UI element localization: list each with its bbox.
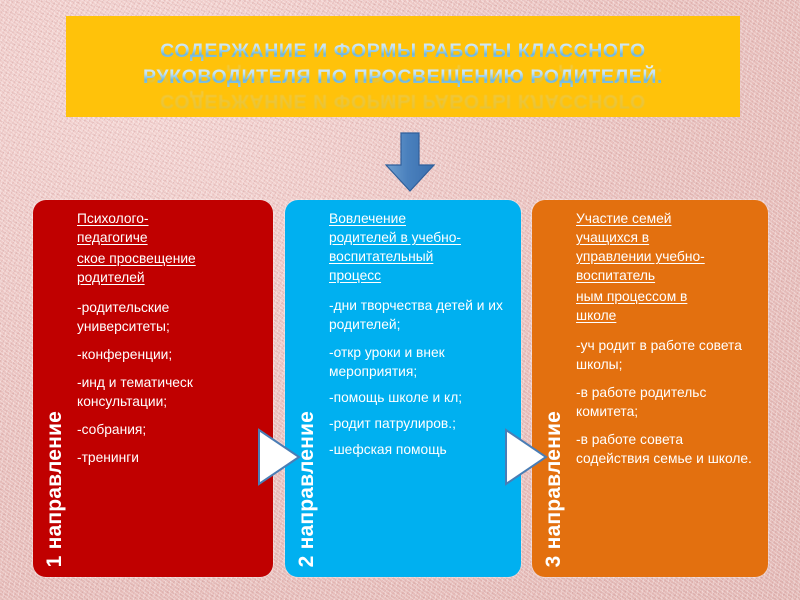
column-3-side-label: 3 направление	[532, 200, 574, 577]
direction-column-2[interactable]: 2 направление Вовлечение родителей в уче…	[285, 200, 521, 577]
column-1-side-label-text: 1 направление	[42, 410, 66, 567]
column-1-heading-line-2: педагогиче	[77, 230, 148, 245]
column-1-heading-cont: ское просвещение родителей	[77, 249, 265, 287]
column-3-heading-line-5: ным процессом в	[576, 289, 688, 304]
column-2-side-label: 2 направление	[285, 200, 327, 577]
column-3-heading-line-4: воспитатель	[576, 268, 656, 283]
column-2-heading-line-3: воспитательный	[329, 249, 434, 264]
title-line-1: СОДЕРЖАНИЕ И ФОРМЫ РАБОТЫ КЛАССНОГО	[66, 38, 740, 64]
column-1-heading: Психолого- педагогиче	[77, 209, 265, 247]
column-3-body: Участие семей учащихся в управлении учеб…	[574, 200, 768, 577]
title-reflection-line-1: СОДЕРЖАНИЕ И ФОРМЫ РАБОТЫ КЛАССНОГО	[66, 88, 740, 114]
column-1-heading-line-1: Психолого-	[77, 211, 149, 226]
column-3-heading: Участие семей учащихся в управлении учеб…	[576, 209, 760, 285]
column-3-heading-line-3: управлении учебно-	[576, 249, 705, 264]
column-1-bullet-5: -тренинги	[77, 450, 139, 465]
column-2-bullet-5: -шефская помощь	[329, 442, 447, 457]
column-1-bullet-1: -родительские университеты;	[77, 300, 170, 334]
title-line-2: РУКОВОДИТЕЛЯ ПО ПРОСВЕЩЕНИЮ РОДИТЕЛЕЙ.	[66, 64, 740, 90]
column-3-heading-line-2: учащихся в	[576, 230, 650, 245]
slide-title: СОДЕРЖАНИЕ И ФОРМЫ РАБОТЫ КЛАССНОГО РУКО…	[66, 38, 740, 90]
column-1-bullet-3: -инд и тематическ консультации;	[77, 375, 193, 409]
column-2-body: Вовлечение родителей в учебно- воспитате…	[327, 200, 521, 577]
column-3-heading-line-1: Участие семей	[576, 211, 672, 226]
column-1-bullet-4: -собрания;	[77, 422, 147, 437]
column-1-heading-line-3: ское просвещение	[77, 251, 196, 266]
column-2-heading-line-1: Вовлечение	[329, 211, 407, 226]
column-3-bullet-3: -в работе совета содействия семье и школ…	[576, 432, 752, 466]
column-2-heading-line-2: родителей в учебно-	[329, 230, 461, 245]
column-2-bullet-4: -родит патрулиров.;	[329, 416, 456, 431]
column-1-body: Психолого- педагогиче ское просвещение р…	[75, 200, 273, 577]
arrow-down-icon	[384, 132, 436, 192]
column-2-bullet-3: -помощь школе и кл;	[329, 390, 463, 405]
column-2-heading-line-4: процесс	[329, 268, 382, 283]
column-3-bullet-1: -уч родит в работе совета школы;	[576, 338, 742, 372]
arrow-right-triangle-icon-1	[258, 428, 301, 486]
direction-column-1[interactable]: 1 направление Психолого- педагогиче ское…	[33, 200, 273, 577]
column-1-heading-line-4: родителей	[77, 270, 145, 285]
column-2-bullet-2: -откр уроки и внек мероприятия;	[329, 345, 445, 379]
title-banner: СОДЕРЖАНИЕ И ФОРМЫ РАБОТЫ КЛАССНОГО РУКО…	[66, 16, 740, 117]
column-1-side-label: 1 направление	[33, 200, 75, 577]
column-3-heading-line-6: школе	[576, 308, 617, 323]
column-1-bullet-2: -конференции;	[77, 347, 173, 362]
column-3-heading-cont: ным процессом в школе	[576, 287, 760, 325]
column-2-bullet-1: -дни творчества детей и их родителей;	[329, 298, 503, 332]
direction-column-3[interactable]: 3 направление Участие семей учащихся в у…	[532, 200, 768, 577]
arrow-right-triangle-icon-2	[505, 428, 548, 486]
column-2-heading: Вовлечение родителей в учебно- воспитате…	[329, 209, 513, 285]
column-3-bullet-2: -в работе родительс комитета;	[576, 385, 707, 419]
